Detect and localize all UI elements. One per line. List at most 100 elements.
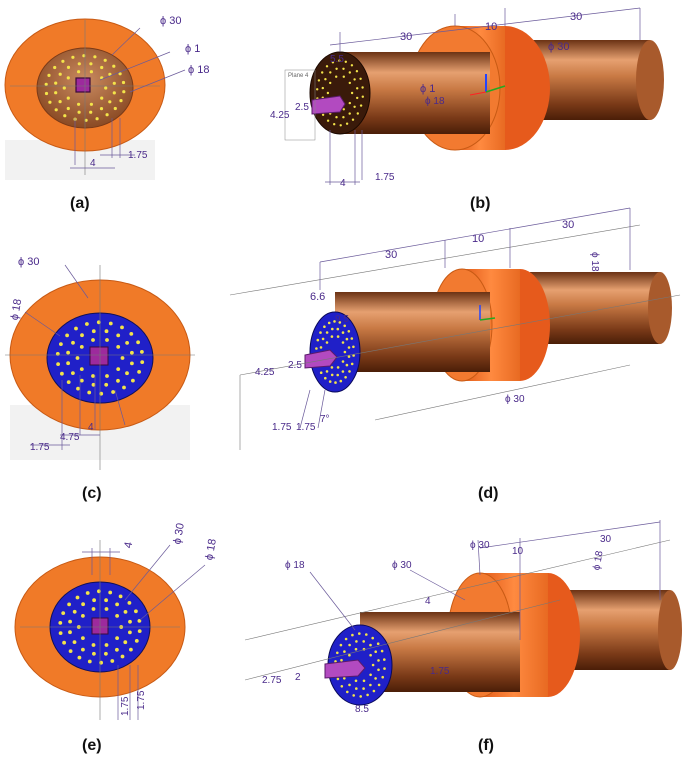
panel-e: 4 ϕ 30 ϕ 18 1.75 1.75 (e) bbox=[14, 522, 219, 754]
wire-dot bbox=[58, 100, 62, 104]
wire-dot bbox=[47, 73, 51, 77]
wire-dot bbox=[89, 102, 93, 106]
wire-dot bbox=[66, 106, 70, 111]
panel-e-caption: (e) bbox=[82, 737, 102, 754]
panel-d-dim-ang: 7° bbox=[320, 414, 330, 425]
wire-dot bbox=[104, 329, 109, 334]
wire-dot bbox=[345, 363, 349, 367]
wire-dot bbox=[345, 122, 349, 125]
wire-dot bbox=[383, 667, 386, 670]
wire-dot bbox=[93, 55, 97, 59]
wire-dot bbox=[125, 371, 129, 376]
panel-e-dim-4: 4 bbox=[122, 541, 135, 549]
wire-dot bbox=[105, 374, 109, 378]
wire-dot bbox=[328, 380, 332, 383]
wire-dot bbox=[329, 81, 332, 85]
wire-dot bbox=[380, 649, 384, 653]
wire-dot bbox=[356, 112, 359, 115]
wire-dot bbox=[335, 75, 338, 78]
panel-b-dim-30a: 30 bbox=[400, 31, 412, 43]
panel-c-dim-4: 4 bbox=[88, 422, 94, 433]
wire-dot bbox=[77, 102, 81, 106]
wire-dot bbox=[81, 636, 85, 640]
wire-dot bbox=[352, 694, 356, 697]
wire-dot bbox=[359, 104, 363, 107]
wire-dot bbox=[128, 619, 132, 624]
wire-dot bbox=[122, 90, 126, 94]
wire-dot bbox=[362, 640, 366, 643]
wire-dot bbox=[108, 100, 112, 104]
panel-e-dim-175a: 1.75 bbox=[120, 696, 131, 716]
wire-dot bbox=[342, 75, 345, 78]
panel-d-dim-425: 4.25 bbox=[255, 367, 275, 378]
wire-dot bbox=[129, 647, 133, 652]
panel-b: 30 10 30 ϕ 30 ϕ 1 ϕ 18 5.5 Plane 4 4.25 … bbox=[270, 7, 664, 212]
panel-a-dim-core: ϕ 18 bbox=[188, 64, 209, 76]
wire-dot bbox=[127, 601, 132, 605]
wire-dot bbox=[85, 322, 89, 326]
wire-dot bbox=[71, 340, 75, 345]
panel-b-dim-d18: ϕ 18 bbox=[425, 96, 445, 107]
wire-dot bbox=[111, 390, 115, 394]
panel-b-plane-label: Plane 4 bbox=[288, 73, 309, 79]
wire-dot bbox=[68, 630, 72, 635]
wire-dot bbox=[108, 590, 113, 595]
panel-b-center-bar bbox=[311, 95, 346, 115]
panel-b-dim-30b: 30 bbox=[570, 11, 582, 23]
panel-a-center-square bbox=[75, 77, 91, 93]
wire-dot bbox=[89, 110, 93, 114]
wire-dot bbox=[335, 67, 338, 71]
panel-e-dim-outer: ϕ 30 bbox=[171, 522, 187, 545]
panel-d-dim-25: 2.5 bbox=[288, 360, 302, 371]
panel-d-dim-175: 1.75 bbox=[272, 422, 292, 433]
panel-d-right-end bbox=[648, 272, 672, 344]
wire-dot bbox=[377, 659, 380, 662]
wire-dot bbox=[347, 355, 351, 358]
wire-dot bbox=[120, 356, 125, 360]
wire-dot bbox=[350, 362, 354, 366]
wire-dot bbox=[53, 65, 57, 70]
wire-dot bbox=[118, 72, 122, 76]
wire-dot bbox=[61, 59, 65, 63]
wire-dot bbox=[112, 64, 116, 68]
wire-dot bbox=[350, 64, 354, 67]
wire-dot bbox=[319, 331, 322, 334]
wire-dot bbox=[89, 62, 93, 66]
wire-dot bbox=[348, 71, 351, 74]
wire-dot bbox=[108, 72, 112, 76]
wire-dot bbox=[336, 366, 340, 369]
panel-c-dim-core: ϕ 18 bbox=[9, 298, 25, 321]
panel-a-dim-4: 4 bbox=[90, 158, 96, 169]
wire-dot bbox=[116, 333, 121, 338]
wire-dot bbox=[79, 378, 84, 383]
wire-dot bbox=[341, 341, 345, 344]
wire-dot bbox=[104, 382, 109, 387]
wire-dot bbox=[140, 350, 144, 354]
wire-dot bbox=[91, 329, 96, 334]
panel-d-dim-d30: ϕ 30 bbox=[505, 394, 525, 405]
wire-dot bbox=[325, 370, 329, 373]
wire-dot bbox=[66, 65, 71, 69]
wire-dot bbox=[103, 58, 107, 62]
wire-dot bbox=[80, 333, 84, 338]
wire-dot bbox=[361, 86, 364, 89]
wire-dot bbox=[343, 677, 346, 680]
wire-dot bbox=[361, 95, 364, 98]
wire-dot bbox=[112, 91, 116, 95]
wire-dot bbox=[374, 677, 377, 680]
panel-f-dim-d30: ϕ 30 bbox=[392, 560, 412, 571]
wire-dot bbox=[104, 643, 109, 647]
panel-a-wire-dots bbox=[44, 54, 126, 122]
wire-dot bbox=[95, 117, 99, 121]
wire-dot bbox=[326, 91, 330, 95]
panel-f-dim-2: 2 bbox=[295, 672, 301, 683]
wire-dot bbox=[316, 338, 320, 342]
panel-c: ϕ 30 ϕ 18 4 4.75 1.75 (c) bbox=[5, 256, 195, 502]
wire-dot bbox=[334, 381, 337, 384]
panel-d-dim-175b: 1.75 bbox=[296, 422, 316, 433]
wire-dot bbox=[110, 659, 115, 663]
wire-dot bbox=[336, 335, 340, 338]
wire-dot bbox=[371, 663, 375, 667]
panel-f-right-cylinder bbox=[565, 590, 670, 670]
wire-dot bbox=[339, 124, 342, 127]
